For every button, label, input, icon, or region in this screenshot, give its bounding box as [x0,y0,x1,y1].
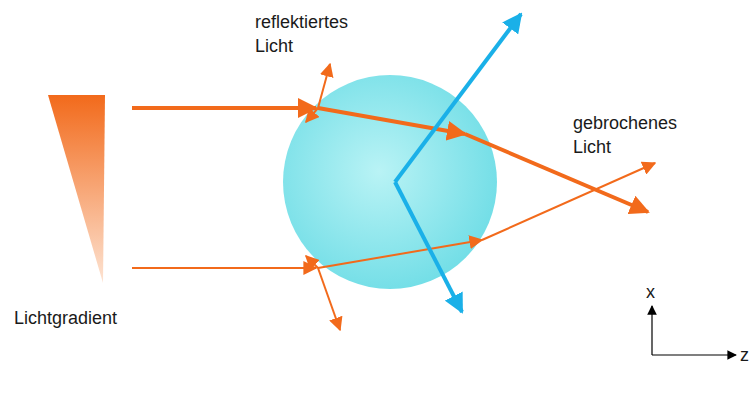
axis [651,306,652,355]
axis-label: z [740,343,749,367]
reflected-ray [306,108,318,122]
reflected-ray [318,64,330,108]
force-arrow [395,14,521,182]
refracted-ray [318,240,482,268]
refracted-ray [465,134,648,212]
reflected-ray [306,256,318,268]
annotation-label: reflektiertes Licht [255,10,348,59]
incident-ray [132,267,316,269]
incident-ray [132,106,316,110]
light-gradient [48,95,105,283]
axis-label: x [646,280,655,304]
annotation-label: gebrochenes Licht [573,111,677,160]
annotation-label: Lichtgradient [14,306,117,330]
reflected-ray [318,268,340,330]
refracted-ray [482,163,655,240]
axis [652,354,736,355]
force-arrow [395,182,462,312]
